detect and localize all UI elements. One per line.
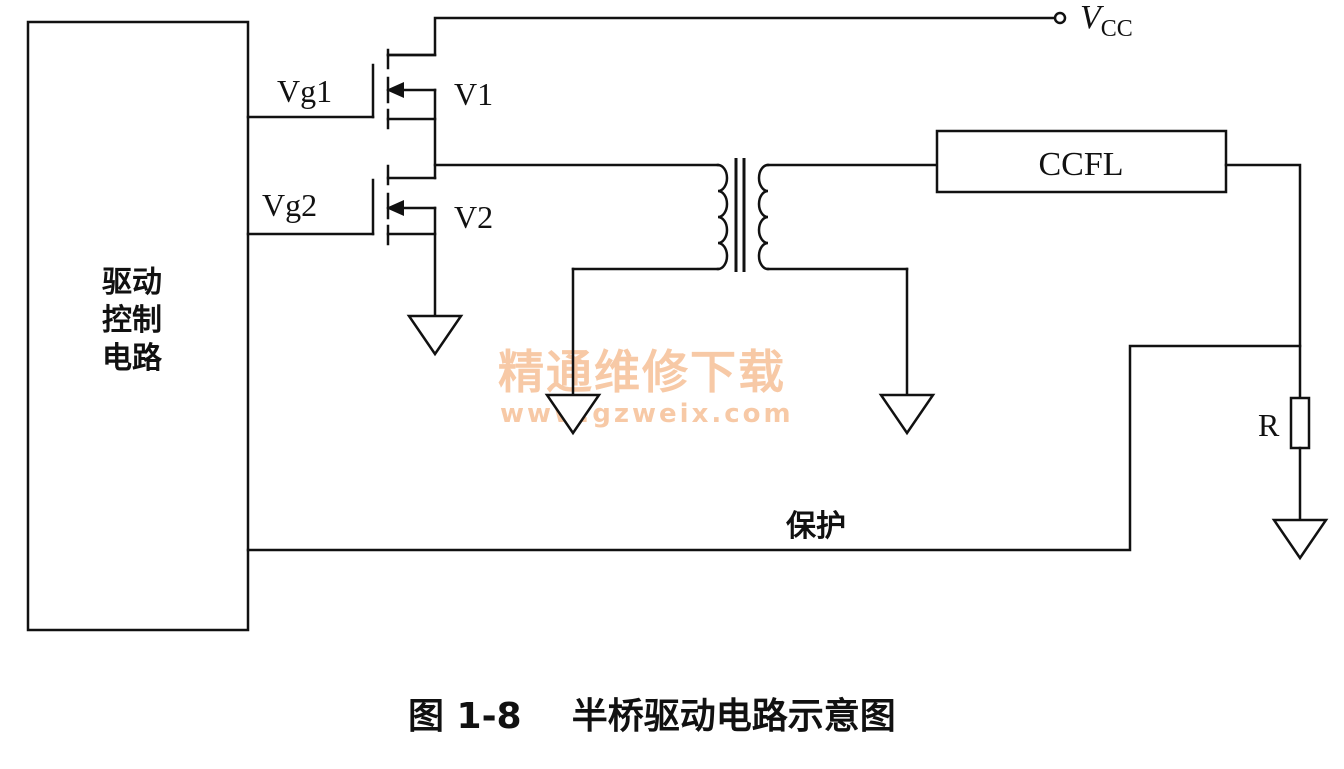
transformer (544, 158, 939, 436)
controller-label-line-3: 电路 (102, 341, 163, 376)
mosfet-v2: Vg2 V2 (246, 164, 493, 357)
drive-control-block: 驱动 控制 电路 (26, 20, 250, 632)
watermark-url: www.gzweix.com (500, 399, 794, 429)
controller-label-line-2: 控制 (102, 303, 162, 338)
ground-v2-icon (406, 314, 464, 357)
controller-label-line-1: 驱动 (102, 265, 162, 300)
ground-primary-icon (544, 393, 602, 436)
mosfet-v1: Vg1 V1 (246, 48, 493, 130)
watermark: 精通维修下载 www.gzweix.com (498, 345, 794, 429)
ccfl-lamp: CCFL (935, 129, 1302, 400)
ccfl-label: CCFL (1038, 146, 1123, 183)
resistor-body (1289, 396, 1311, 450)
watermark-title: 精通维修下载 (498, 345, 786, 399)
transistor-label-v1: V1 (454, 76, 493, 112)
vcc-label: VCC (1080, 0, 1133, 42)
resistor-label: R (1258, 407, 1280, 443)
ground-resistor-icon (1271, 518, 1329, 561)
transistor-label-v2: V2 (454, 199, 493, 235)
protection-feedback: 保护 (246, 344, 1302, 552)
vcc-rail: VCC (386, 0, 1133, 57)
sense-resistor: R (1258, 396, 1329, 561)
vcc-terminal (1053, 11, 1067, 25)
ccfl-box (935, 129, 1228, 194)
gate-label-vg2: Vg2 (262, 187, 317, 223)
protection-label: 保护 (786, 509, 846, 544)
figure-caption: 图 1-8 半桥驱动电路示意图 (408, 696, 896, 737)
ground-secondary-icon (878, 393, 936, 436)
drive-control-box (26, 20, 250, 632)
gate-label-vg1: Vg1 (277, 73, 332, 109)
